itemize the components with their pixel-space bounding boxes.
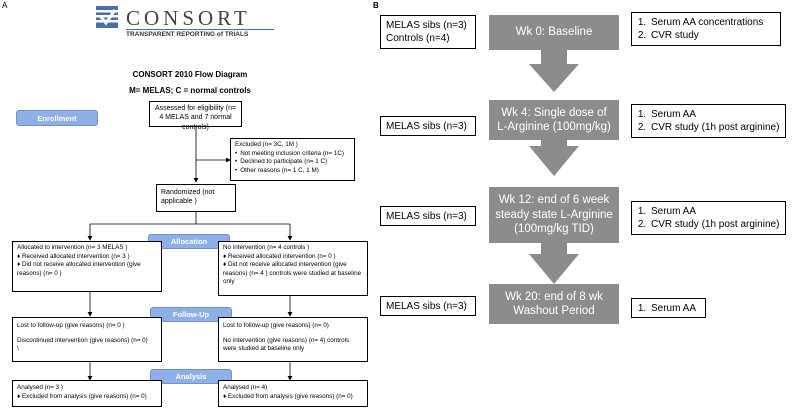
alloc-left-item: ♦ Received allocated intervention (n= 3 … — [17, 252, 130, 260]
excluded-item: Other reasons (n= 1 C, 1 M) — [235, 167, 350, 176]
alloc-right-header: No intervention (n= 4 controls ) — [223, 244, 310, 251]
anal-right-item: ♦ Excluded from analysis (give reasons) … — [223, 392, 353, 400]
enrollment-label: Enrollment — [16, 110, 98, 126]
stage0-measure: Serum AA concentrations — [649, 16, 775, 29]
stage3-right-box: Serum AA — [631, 298, 706, 318]
stage1-center-text: Wk 4: Single dose of — [501, 106, 607, 119]
consort-name: CONSORT — [126, 6, 251, 30]
stage3-center-text: Wk 20: end of 8 wk — [505, 290, 603, 303]
stage2-center-text: Wk 12: end of 6 week — [498, 194, 610, 207]
follow-left-discontinued: Discontinued intervention (give reasons)… — [17, 336, 148, 344]
stage3-center-text: Washout Period — [513, 305, 595, 317]
excluded-box: Excluded (n= 3C, 1M ) Not meeting inclus… — [230, 138, 355, 181]
excluded-item: Not meeting inclusion criteria (n= 1C) — [235, 150, 350, 159]
stage0-group: Controls (n=4) — [386, 33, 450, 44]
stage3-group: MELAS sibs (n=3) — [386, 301, 467, 312]
panel-a-label: A — [2, 1, 8, 10]
anal-right-header: Analysed (n= 4) — [223, 384, 268, 391]
stage0-group: MELAS sibs (n=3) — [386, 20, 467, 31]
stage3-center-box: Wk 20: end of 8 wk Washout Period — [489, 284, 619, 324]
diagram-title: CONSORT 2010 Flow Diagram — [132, 70, 248, 79]
stage0-right-box: Serum AA concentrations CVR study — [631, 12, 781, 46]
down-arrow-icon — [529, 241, 579, 284]
stage2-center-text: steady state L-Arginine — [495, 208, 613, 221]
alloc-right-box: No intervention (n= 4 controls ) ♦ Recei… — [218, 241, 368, 296]
alloc-left-header: Allocated to intervention (n= 3 MELAS ) — [17, 244, 128, 251]
stage2-measure: CVR study (1h post arginine) — [649, 218, 780, 231]
stage2-right-box: Serum AA CVR study (1h post arginine) — [631, 201, 786, 235]
stage1-center-text: L-Arginine (100mg/kg) — [497, 121, 611, 133]
panel-a-connectors — [87, 127, 293, 381]
follow-left-mark: \ — [17, 345, 19, 352]
anal-left-item: ♦ Excluded from analysis (give reasons) … — [17, 392, 147, 400]
anal-left-box: Analysed (n= 3 ) ♦ Excluded from analysi… — [12, 380, 162, 407]
stage2-group: MELAS sibs (n=3) — [386, 211, 467, 222]
stage1-left-box: MELAS sibs (n=3) — [380, 116, 476, 136]
stage1-group: MELAS sibs (n=3) — [386, 121, 467, 132]
follow-right-box: Lost to follow-up (give reasons) (n= 0) … — [218, 317, 368, 362]
stage2-left-box: MELAS sibs (n=3) — [380, 206, 476, 226]
stage1-measure: Serum AA — [649, 108, 780, 121]
anal-right-box: Analysed (n= 4) ♦ Excluded from analysis… — [218, 380, 368, 407]
stage0-center-box: Wk 0: Baseline — [489, 15, 619, 50]
alloc-right-item: ♦ Did not receive allocated intervention… — [223, 261, 362, 285]
anal-left-header: Analysed (n= 3 ) — [17, 384, 64, 391]
stage3-measure: Serum AA — [649, 302, 700, 315]
down-arrow-icon — [529, 135, 579, 176]
excluded-header: Excluded (n= 3C, 1M ) — [235, 141, 298, 148]
consort-logo: CONSORT TRANSPARENT REPORTING of TRIALS — [96, 6, 276, 40]
stage2-center-box: Wk 12: end of 6 week steady state L-Argi… — [489, 187, 619, 243]
alloc-left-box: Allocated to intervention (n= 3 MELAS ) … — [12, 241, 162, 292]
diagram-subtitle: M= MELAS; C = normal controls — [129, 86, 251, 95]
consort-tagline: TRANSPARENT REPORTING of TRIALS — [126, 31, 249, 38]
panel-b-arrows — [529, 50, 579, 284]
stage0-measure: CVR study — [649, 29, 775, 42]
follow-left-box: Lost to follow-up (give reasons) (n= 0 )… — [12, 317, 162, 362]
follow-right-discontinued: No intervention (give reasons) (n= 4) co… — [223, 336, 350, 353]
panel-b-label: B — [373, 1, 379, 10]
alloc-right-item: ♦ Received allocated intervention (n= 0 … — [223, 252, 336, 260]
down-arrow-icon — [529, 50, 579, 92]
stage2-center-text: (100mg/kg TID) — [514, 223, 594, 236]
stage3-left-box: MELAS sibs (n=3) — [380, 296, 476, 316]
randomized-box: Randomized (not applicable ) — [156, 184, 236, 212]
followup-label: Follow-Up — [150, 307, 232, 322]
alloc-left-item: ♦ Did not receive allocated intervention… — [17, 261, 141, 277]
stage1-measure: CVR study (1h post arginine) — [649, 121, 780, 134]
stage1-right-box: Serum AA CVR study (1h post arginine) — [631, 104, 786, 138]
consort-check-icon — [96, 6, 118, 28]
stage0-center-text: Wk 0: Baseline — [515, 26, 593, 39]
follow-left-lost: Lost to follow-up (give reasons) (n= 0 ) — [17, 322, 125, 329]
stage0-left-box: MELAS sibs (n=3) Controls (n=4) — [380, 15, 476, 49]
analysis-label: Analysis — [150, 369, 232, 384]
stage2-measure: Serum AA — [649, 205, 780, 218]
follow-right-lost: Lost to follow-up (give reasons) (n= 0) — [223, 322, 329, 329]
stage1-center-box: Wk 4: Single dose of L-Arginine (100mg/k… — [489, 100, 619, 140]
excluded-item: Declined to participate (n= 1 C) — [235, 158, 350, 167]
eligibility-box: Assessed for eligibility (n= 4 MELAS and… — [149, 101, 242, 131]
